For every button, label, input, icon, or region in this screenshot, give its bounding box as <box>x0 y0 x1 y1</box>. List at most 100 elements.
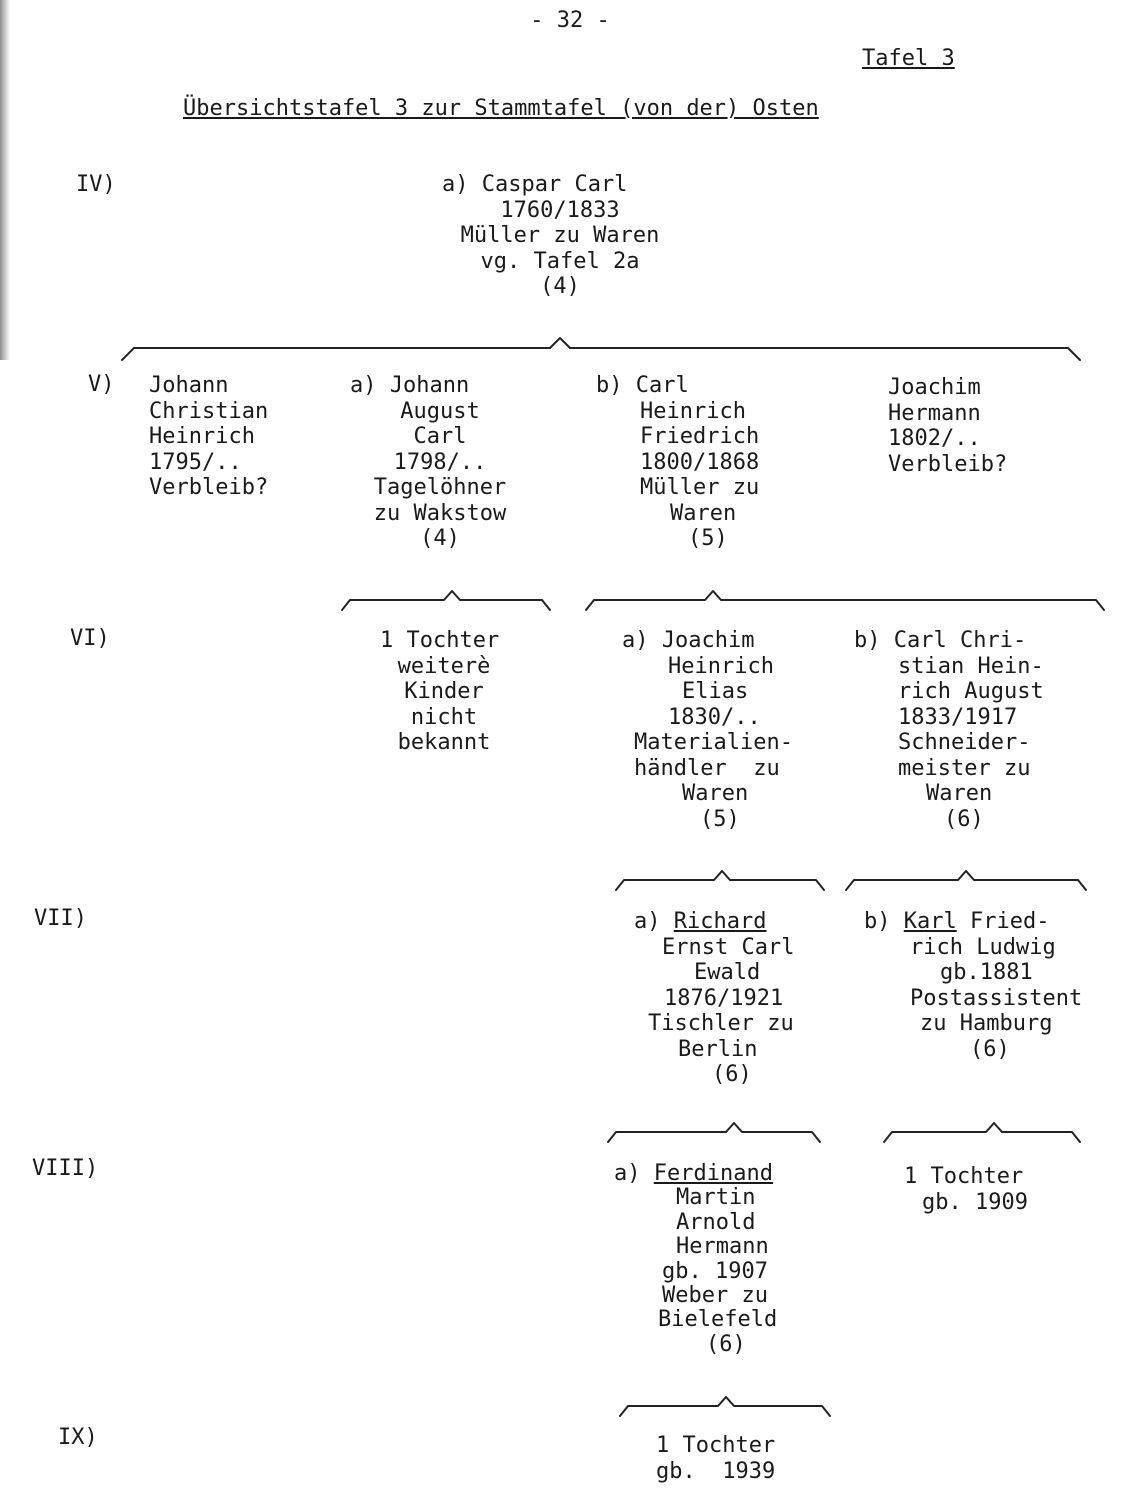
brace-johann-august-children <box>341 590 551 611</box>
children-line: 1 Tochter <box>656 1433 776 1458</box>
person-name-line: b) Karl Fried- <box>864 909 1114 935</box>
brace-ferdinand-children <box>619 1396 831 1417</box>
person-occupation: Müller zu Waren <box>460 223 660 248</box>
person-name-line: Johann <box>149 373 229 398</box>
person-johann-august: a) Johann August Carl 1798/.. Tagelöhner… <box>340 373 540 552</box>
person-name-line: Christian <box>149 398 269 424</box>
children-karl: 1 Tochter gb. 1909 <box>904 1164 1064 1215</box>
person-name-line: Arnold <box>676 1209 756 1235</box>
children-line: weiterè <box>397 653 491 679</box>
person-occupation: Bielefeld <box>658 1307 778 1333</box>
person-occupation: Postassistent <box>910 985 1083 1011</box>
person-note: Verbleib? <box>149 475 269 500</box>
person-occupation: Materialien- <box>634 730 793 755</box>
children-line: gb. 1939 <box>656 1458 776 1484</box>
person-joachim-hermann: Joachim Hermann 1802/.. Verbleib? <box>888 375 1007 477</box>
person-call-name: Karl <box>903 909 957 934</box>
person-dates: gb. 1907 <box>662 1258 768 1284</box>
table-label: Tafel 3 <box>862 46 955 71</box>
person-ferdinand: a) Ferdinand Martin Arnold Hermann gb. 1… <box>614 1161 814 1357</box>
person-number: (5) <box>700 806 740 832</box>
person-name-line: rich Ludwig <box>910 934 1056 960</box>
brace-joachim-heinrich-children <box>615 870 825 891</box>
person-note: Verbleib? <box>888 451 1008 477</box>
person-name-line: Carl <box>413 424 467 449</box>
person-occupation: Müller zu <box>640 475 760 500</box>
person-name-line: rich August <box>898 679 1044 704</box>
generation-label-v: V) <box>88 372 115 397</box>
person-name-line: a) Johann <box>350 373 470 398</box>
person-name-line: Heinrich <box>149 424 255 449</box>
person-name-line: a) Joachim <box>622 628 755 653</box>
brace-richard-children <box>607 1122 821 1143</box>
person-joachim-heinrich: a) Joachim Heinrich Elias 1830/.. Materi… <box>622 628 822 832</box>
person-carl-christian: b) Carl Chri- stian Hein- rich August 18… <box>854 628 1084 832</box>
person-number: (4) <box>420 526 460 551</box>
page-title: Übersichtstafel 3 zur Stammtafel (von de… <box>183 96 819 121</box>
person-name-line: b) Carl <box>596 373 689 398</box>
person-name-line: a) Caspar Carl <box>442 172 628 197</box>
children-line: nicht <box>410 704 478 730</box>
brace-carl-christian-children <box>845 870 1087 891</box>
person-name-line: Heinrich <box>640 398 746 424</box>
person-richard: a) Richard Ernst Carl Ewald 1876/1921 Ti… <box>634 909 834 1088</box>
person-occupation: Waren <box>926 781 993 806</box>
person-occupation: Tagelöhner <box>373 475 507 500</box>
children-line: 1 Tochter <box>904 1164 1024 1189</box>
person-reference: vg. Tafel 2a <box>480 248 640 274</box>
children-johann-august: 1 Tochter weiterè Kinder nicht bekannt <box>364 628 524 756</box>
page-number: - 32 - <box>530 8 610 33</box>
person-occupation: Waren <box>670 500 737 526</box>
person-dates: gb.1881 <box>940 960 1033 985</box>
children-ferdinand: 1 Tochter gb. 1939 <box>656 1433 816 1484</box>
person-name-line: a) Ferdinand <box>614 1161 814 1186</box>
person-occupation: zu Wakstow <box>373 500 507 526</box>
person-call-name: Richard <box>673 909 767 934</box>
children-line: gb. 1909 <box>922 1189 1028 1215</box>
person-name-line: Heinrich <box>668 653 774 679</box>
person-number: (6) <box>712 1062 752 1087</box>
person-prefix: a) <box>614 1161 654 1186</box>
person-name-line: a) Richard <box>634 909 834 935</box>
generation-label-vi: VI) <box>70 626 110 651</box>
children-line: bekannt <box>397 730 491 755</box>
generation-label-viii: VIII) <box>32 1156 99 1181</box>
person-name-rest: Fried- <box>956 909 1050 934</box>
brace-gen-v <box>121 337 1081 361</box>
person-dates: 1795/.. <box>149 449 242 475</box>
person-occupation: Tischler zu <box>648 1011 794 1036</box>
person-johann-christian: Johann Christian Heinrich 1795/.. Verble… <box>149 373 268 501</box>
person-occupation: zu Hamburg <box>920 1011 1053 1036</box>
person-name-line: Hermann <box>676 1234 769 1260</box>
person-dates: 1760/1833 <box>500 197 620 223</box>
person-call-name: Ferdinand <box>653 1161 773 1186</box>
person-number: (6) <box>944 806 984 832</box>
person-name-line: b) Carl Chri- <box>854 628 1027 653</box>
brace-karl-children <box>883 1122 1081 1143</box>
person-dates: 1876/1921 <box>664 985 784 1011</box>
person-number: (6) <box>970 1036 1010 1062</box>
person-name-line: Ernst Carl <box>662 934 795 960</box>
person-occupation: meister zu <box>898 755 1031 781</box>
person-occupation: Weber zu <box>662 1283 768 1309</box>
person-prefix: b) <box>864 909 904 934</box>
person-dates: 1800/1868 <box>640 449 760 475</box>
person-name-line: Ewald <box>694 960 761 985</box>
person-dates: 1798/.. <box>393 449 487 475</box>
person-dates: 1802/.. <box>888 426 981 451</box>
scan-edge-shadow <box>0 0 10 360</box>
person-name-line: Friedrich <box>640 424 760 449</box>
person-name-line: Elias <box>682 679 749 704</box>
brace-carl-heinrich-children <box>585 590 1105 611</box>
generation-label-vii: VII) <box>34 906 87 931</box>
person-name-line: Hermann <box>888 400 981 426</box>
person-number: (5) <box>688 526 728 551</box>
children-line: Kinder <box>404 679 484 704</box>
person-name-line: stian Hein- <box>898 653 1044 679</box>
person-occupation: Waren <box>682 781 749 806</box>
generation-label-iv: IV) <box>76 172 116 197</box>
person-name-line: Martin <box>676 1185 756 1211</box>
person-number: (6) <box>706 1331 746 1357</box>
generation-label-ix: IX) <box>58 1425 98 1450</box>
